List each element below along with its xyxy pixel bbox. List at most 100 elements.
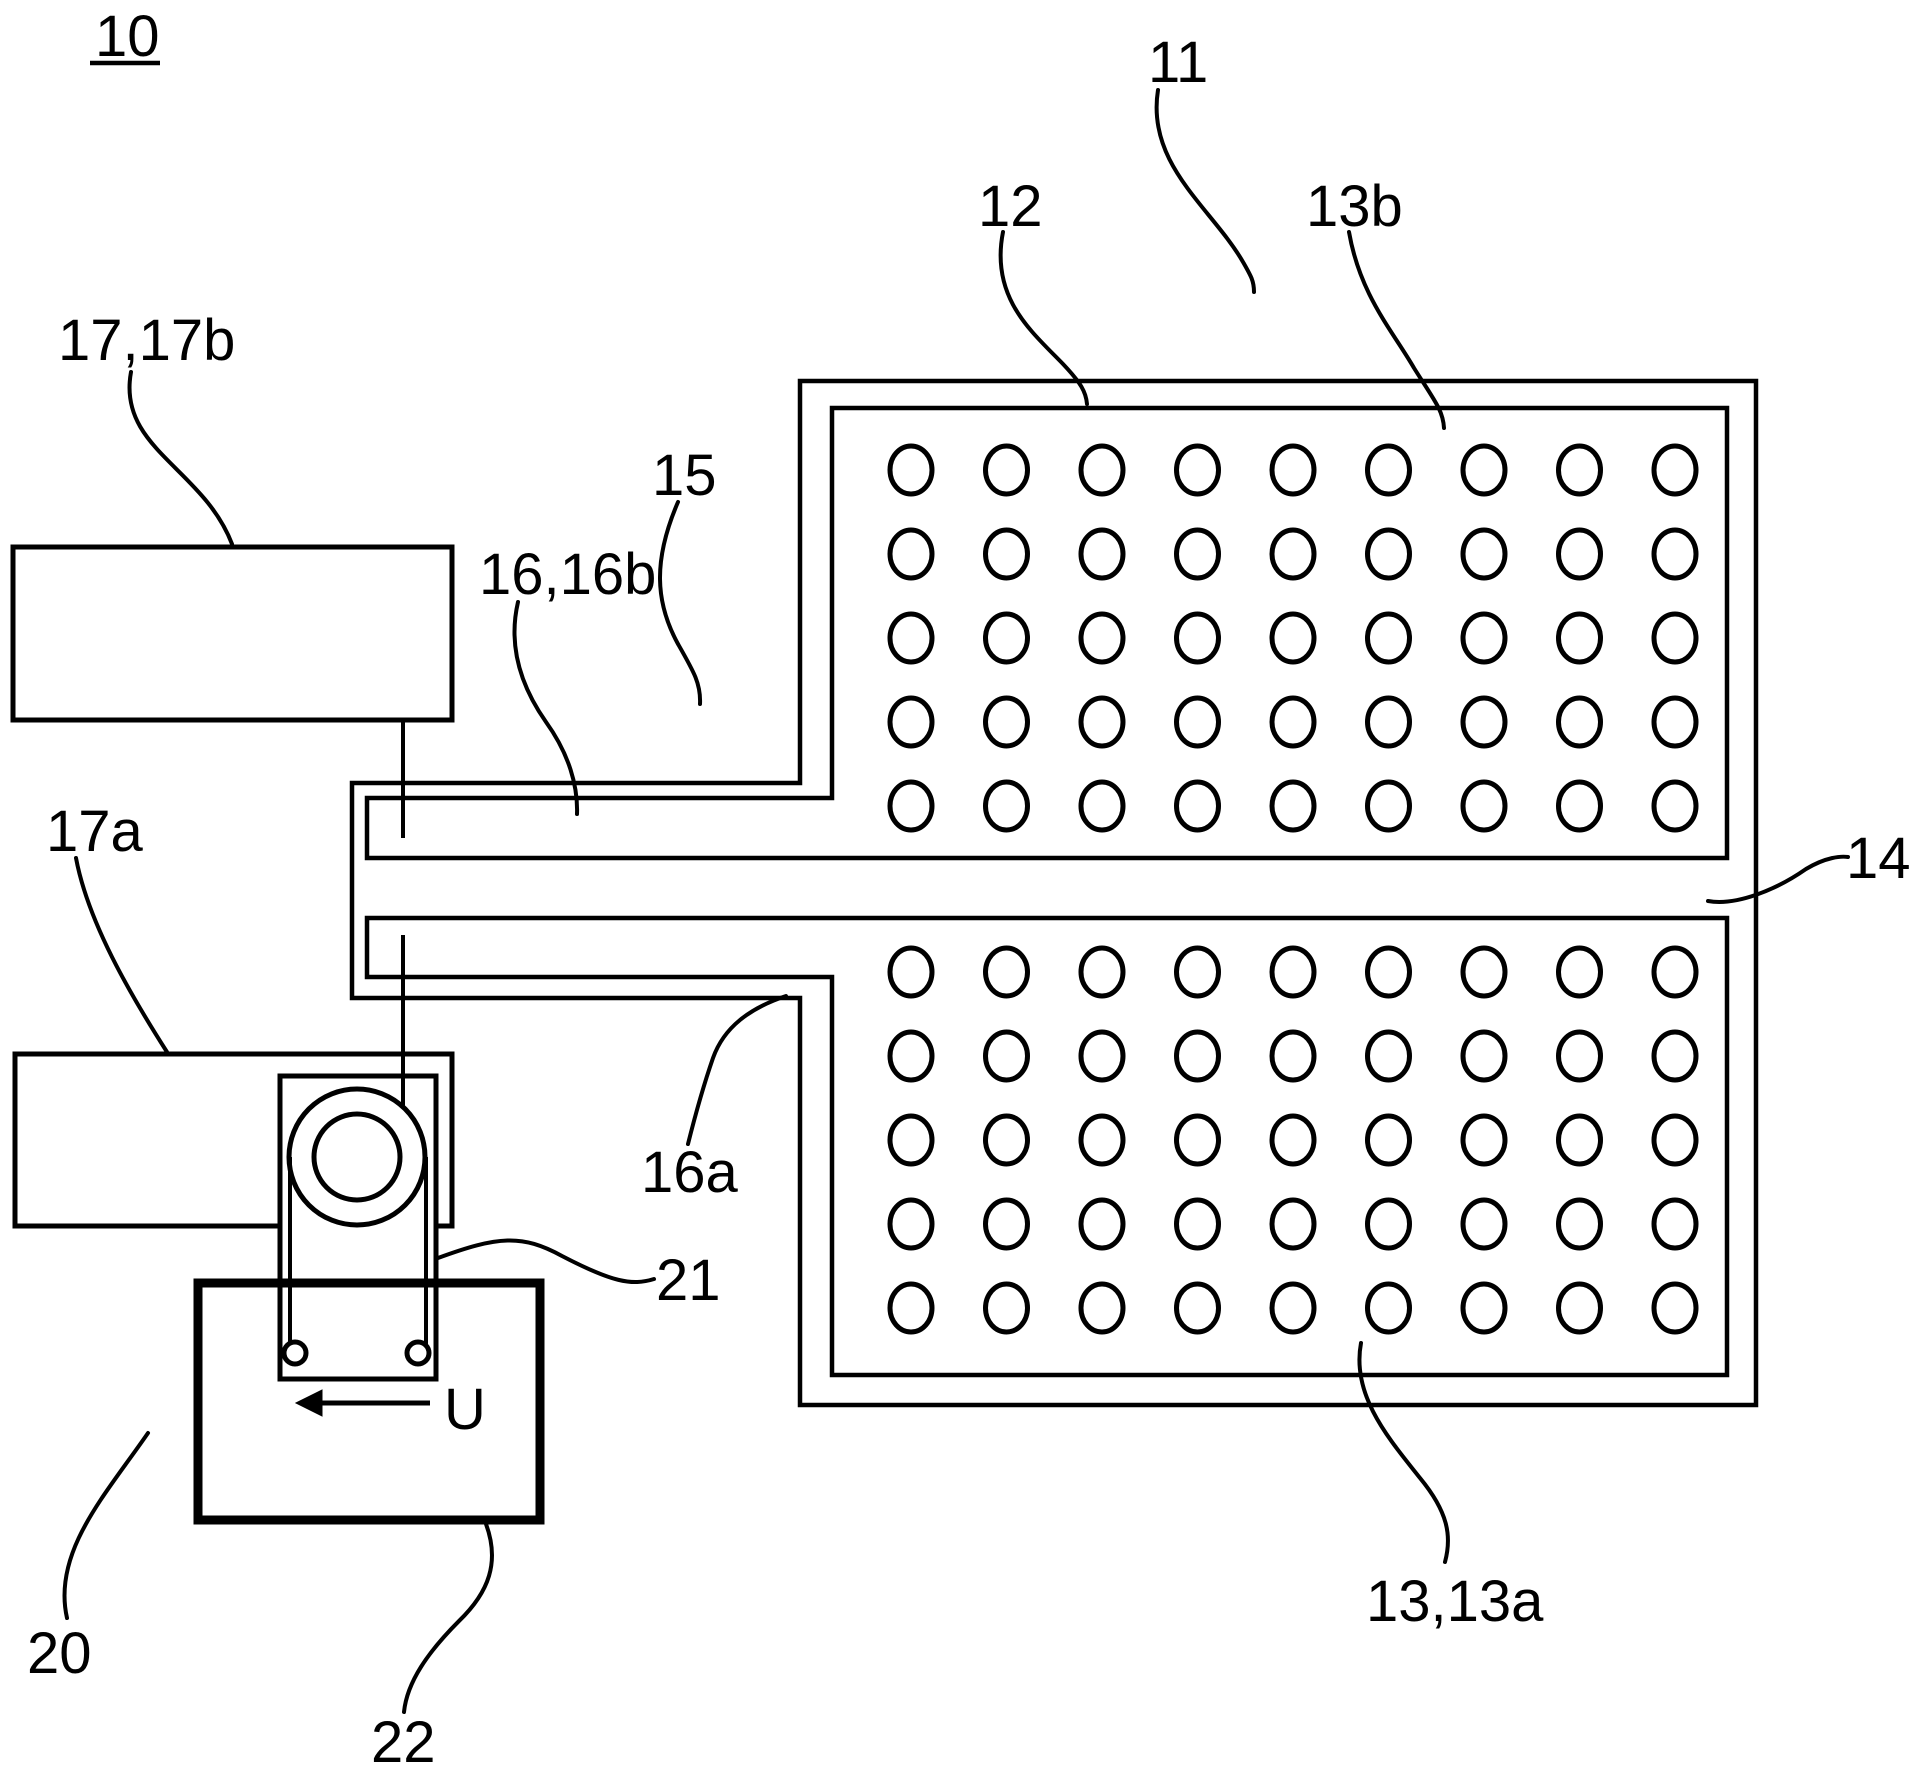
holes-lower-hole xyxy=(1269,1113,1317,1167)
holes-upper-hole xyxy=(1365,779,1412,833)
holes-lower-hole xyxy=(1174,1113,1221,1167)
holes-lower-hole xyxy=(887,1029,935,1083)
holes-lower-hole xyxy=(1460,1113,1508,1167)
holes-upper-hole xyxy=(983,611,1030,665)
holes-upper-hole xyxy=(1651,695,1699,749)
holes-upper-hole xyxy=(1078,611,1126,665)
holes-lower-hole xyxy=(1174,1281,1221,1335)
label-20: 20 xyxy=(27,1621,92,1686)
holes-upper-hole xyxy=(1651,443,1699,497)
holes-upper-hole xyxy=(983,695,1030,749)
leader-11 xyxy=(1154,88,1256,294)
holes-lower-hole xyxy=(1556,1113,1603,1167)
holes-upper-hole xyxy=(1078,443,1126,497)
holes-upper-hole xyxy=(1460,443,1508,497)
holes-upper-hole xyxy=(1174,443,1221,497)
holes-lower-hole xyxy=(1460,1197,1508,1251)
label-17-17b: 17,17b xyxy=(58,308,235,373)
holes-lower-hole xyxy=(1651,1113,1699,1167)
holes-lower-hole xyxy=(1460,945,1508,999)
anchor-right xyxy=(404,1339,432,1367)
label-14: 14 xyxy=(1846,826,1911,891)
holes-upper-hole xyxy=(1269,695,1317,749)
holes-upper-hole xyxy=(983,527,1030,581)
holes-lower-hole xyxy=(1556,1281,1603,1335)
holes-lower-hole xyxy=(1460,1029,1508,1083)
holes-upper-hole xyxy=(1556,443,1603,497)
holes-upper-hole xyxy=(1365,695,1412,749)
holes-upper-hole xyxy=(1556,527,1603,581)
holes-lower-hole xyxy=(1556,1197,1603,1251)
holes-lower-hole xyxy=(1556,945,1603,999)
leader-15 xyxy=(658,500,703,706)
leader-16-16b xyxy=(512,600,580,816)
holes-lower-hole xyxy=(887,1113,935,1167)
holes-lower-hole xyxy=(1556,1029,1603,1083)
holes-lower-hole xyxy=(1269,1281,1317,1335)
holes-lower-hole xyxy=(1269,1197,1317,1251)
holes-upper-hole xyxy=(1460,611,1508,665)
holes-upper-hole xyxy=(1174,695,1221,749)
leader-17a xyxy=(74,856,169,1054)
holes-lower-hole xyxy=(1460,1281,1508,1335)
holes-upper-hole xyxy=(1556,779,1603,833)
leader-22 xyxy=(402,1522,494,1714)
plate-inner-contour-lower xyxy=(364,915,1730,1378)
holes-lower-hole xyxy=(1365,1029,1412,1083)
holes-lower-hole xyxy=(1651,1029,1699,1083)
holes-upper-hole xyxy=(887,695,935,749)
holes-lower-hole xyxy=(1651,1197,1699,1251)
holes-lower-hole xyxy=(1269,1029,1317,1083)
label-16-16b: 16,16b xyxy=(479,542,656,607)
holes-upper-hole xyxy=(983,779,1030,833)
anchor-left xyxy=(281,1339,309,1367)
holes-lower-hole xyxy=(887,1281,935,1335)
plate-outer-contour xyxy=(349,378,1759,1408)
holes-lower-hole xyxy=(1078,1197,1126,1251)
holes-lower-hole xyxy=(983,945,1030,999)
holes-lower-hole xyxy=(983,1281,1030,1335)
holes-lower-hole xyxy=(887,1197,935,1251)
leader-21 xyxy=(436,1238,656,1285)
holes-lower-hole xyxy=(1174,1197,1221,1251)
holes-upper-hole xyxy=(1174,779,1221,833)
holes-upper-hole xyxy=(1269,527,1317,581)
holes-lower-hole xyxy=(1078,1281,1126,1335)
holes-upper-hole xyxy=(1651,611,1699,665)
holes-upper-hole xyxy=(887,611,935,665)
holes-lower-hole xyxy=(1078,945,1126,999)
label-21: 21 xyxy=(656,1248,721,1313)
holes-lower-hole xyxy=(1651,1281,1699,1335)
leader-13b xyxy=(1347,230,1446,430)
leader-14 xyxy=(1706,854,1850,904)
label-11: 11 xyxy=(1148,30,1208,95)
holes-lower-hole xyxy=(887,945,935,999)
holes-lower-hole xyxy=(1174,1029,1221,1083)
holes-lower-hole xyxy=(1174,945,1221,999)
leader-16a xyxy=(686,994,788,1146)
holes-upper-hole xyxy=(1269,443,1317,497)
box-20-thick xyxy=(193,1278,545,1525)
holes-lower-hole xyxy=(1365,945,1412,999)
holes-upper-hole xyxy=(1269,779,1317,833)
label-15: 15 xyxy=(652,443,717,508)
pulley-outer xyxy=(286,1086,428,1228)
holes-upper-hole xyxy=(1556,611,1603,665)
holes-upper-hole xyxy=(1174,611,1221,665)
holes-upper-hole xyxy=(1651,527,1699,581)
holes-upper-hole xyxy=(1174,527,1221,581)
leader-12 xyxy=(998,230,1089,406)
holes-upper-hole xyxy=(1460,527,1508,581)
label-13b: 13b xyxy=(1306,174,1403,239)
label-12: 12 xyxy=(978,174,1043,239)
holes-upper-hole xyxy=(1269,611,1317,665)
box-17a xyxy=(12,1051,455,1229)
holes-upper-hole xyxy=(1078,527,1126,581)
label-13-13a: 13,13a xyxy=(1366,1569,1544,1634)
leader-20 xyxy=(62,1431,150,1620)
holes-upper-hole xyxy=(1460,695,1508,749)
holes-upper-hole xyxy=(887,527,935,581)
u-arrow-head xyxy=(294,1389,323,1417)
holes-lower-hole xyxy=(1269,945,1317,999)
